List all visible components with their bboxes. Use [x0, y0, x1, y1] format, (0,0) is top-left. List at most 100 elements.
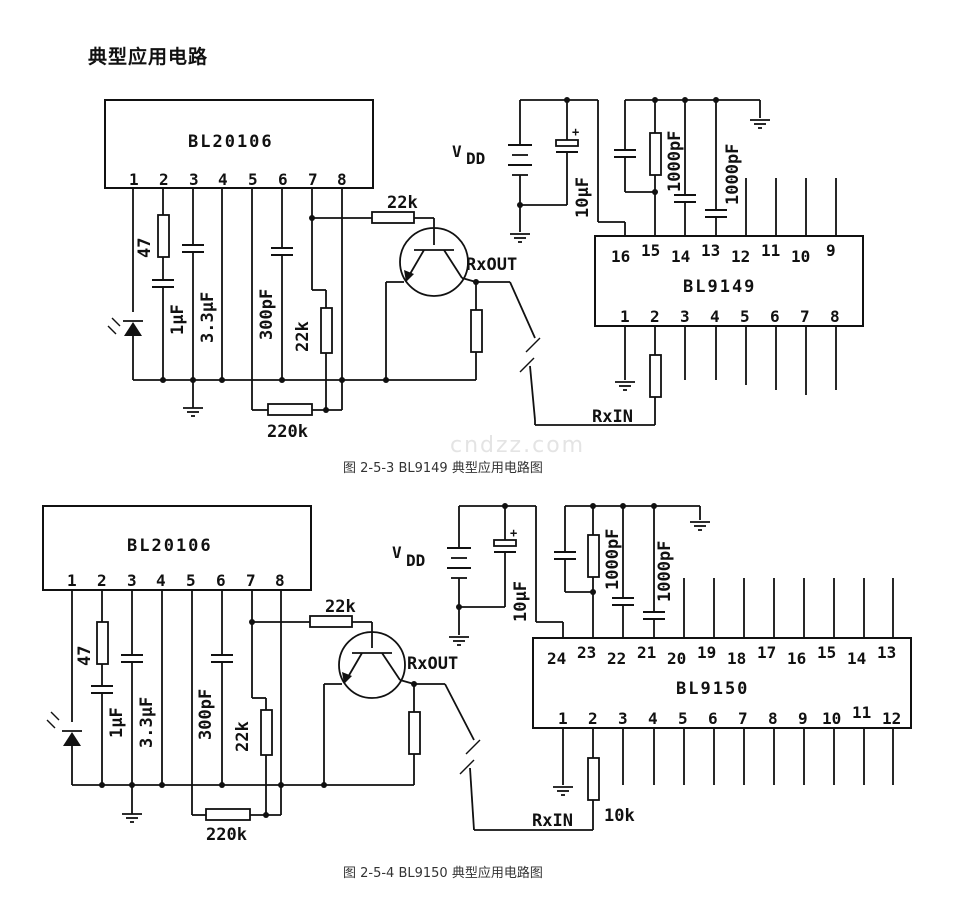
ic1-pin-labels: 1 2 3 4 5 6 7 8	[129, 170, 347, 189]
ic1-pin-4: 4	[218, 170, 228, 189]
ic2-pin-7: 7	[800, 307, 810, 326]
ic2b-pin-24: 24	[547, 649, 566, 668]
ic2b-pin-6: 6	[708, 709, 718, 728]
ic1b-pin-1: 1	[67, 571, 77, 590]
label-1000pf-b: 1000pF	[723, 144, 743, 205]
ic2-pin-16: 16	[611, 247, 630, 266]
ic2-pin-4: 4	[710, 307, 720, 326]
ic2b-pin-20: 20	[667, 649, 686, 668]
label-3-3uf-2: 3.3μF	[137, 697, 157, 748]
ic1b-pin-3: 3	[127, 571, 137, 590]
ic2-pin-12: 12	[731, 247, 750, 266]
ic1b-pin-labels: 1 2 3 4 5 6 7 8	[67, 571, 285, 590]
ic2-pin-2: 2	[650, 307, 660, 326]
label-47-2: 47	[75, 646, 95, 666]
ic2b-pin-15: 15	[817, 643, 836, 662]
ic1b-pin-7: 7	[246, 571, 256, 590]
ic2b-pin-14: 14	[847, 649, 866, 668]
ic2b-pin-2: 2	[588, 709, 598, 728]
ic2b-bottom-pin-labels: 1 2 3 4 5 6 7 8 9 10 11 12	[558, 703, 901, 728]
ic-bl20106	[104, 99, 374, 189]
ic2b-pin-12: 12	[882, 709, 901, 728]
label-vdd-sub: DD	[466, 149, 485, 168]
label-rxin-2: RxIN	[532, 811, 573, 831]
label-22k-h-2: 22k	[325, 597, 356, 617]
ic1-pin-3: 3	[189, 170, 199, 189]
label-rxout-2: RxOUT	[407, 654, 458, 674]
ic2-pin-3: 3	[680, 307, 690, 326]
ic2-pin-15: 15	[641, 241, 660, 260]
ic2b-pin-9: 9	[798, 709, 808, 728]
label-47: 47	[135, 238, 155, 258]
ic1b-pin-5: 5	[186, 571, 196, 590]
label-10uf-2: 10μF	[511, 581, 531, 622]
label-vdd-2: V	[392, 543, 402, 562]
ic2-top-pin-labels: 16 15 14 13 12 11 10 9	[611, 241, 836, 266]
ic1-pin-2: 2	[159, 170, 169, 189]
label-vdd-sub-2: DD	[406, 551, 425, 570]
ic1-pin-6: 6	[278, 170, 288, 189]
label-1000pf-a: 1000pF	[665, 131, 685, 192]
ic2b-name: BL9150	[676, 679, 749, 699]
label-1000pf-b-2: 1000pF	[655, 541, 675, 602]
ic2b-pin-7: 7	[738, 709, 748, 728]
label-300pf-2: 300pF	[196, 689, 216, 740]
ic1-pin-8: 8	[337, 170, 347, 189]
ic2b-pin-10: 10	[822, 709, 841, 728]
ic1b-pin-8: 8	[275, 571, 285, 590]
figure-1: BL20106 1 2 3 4 5 6 7 8 47	[104, 97, 864, 476]
ic-bl9149	[594, 235, 864, 327]
ic2-pin-13: 13	[701, 241, 720, 260]
page-title: 典型应用电路	[88, 46, 209, 68]
ic2b-pin-21: 21	[637, 643, 656, 662]
ic2b-pin-1: 1	[558, 709, 568, 728]
figure-2-caption: 图 2-5-4 BL9150 典型应用电路图	[343, 865, 543, 881]
resistor-47	[157, 214, 170, 258]
ic2b-pin-8: 8	[768, 709, 778, 728]
ic2-name: BL9149	[683, 277, 756, 297]
label-22k-v: 22k	[293, 321, 313, 352]
ic2-bottom-pin-labels: 1 2 3 4 5 6 7 8	[620, 307, 840, 326]
ic2b-pin-23: 23	[577, 643, 596, 662]
label-220k-2: 220k	[206, 825, 247, 845]
label-rxout: RxOUT	[466, 255, 517, 275]
label-1uf: 1μF	[168, 304, 188, 335]
label-1000pf-a-2: 1000pF	[603, 529, 623, 590]
label-22k-h: 22k	[387, 193, 418, 213]
ic2b-pin-5: 5	[678, 709, 688, 728]
ic1-pin-5: 5	[248, 170, 258, 189]
transistor-q1	[399, 227, 469, 297]
label-1uf-2: 1μF	[107, 707, 127, 738]
label-rxin: RxIN	[592, 407, 633, 427]
ic2b-pin-16: 16	[787, 649, 806, 668]
ic1-name: BL20106	[188, 132, 274, 152]
ic1-pin-1: 1	[129, 170, 139, 189]
label-3-3uf: 3.3μF	[198, 292, 218, 343]
ic2-pin-9: 9	[826, 241, 836, 260]
ic2b-pin-3: 3	[618, 709, 628, 728]
transistor-q2	[338, 631, 406, 699]
resistor-22k-v	[320, 307, 333, 354]
ic1b-pin-2: 2	[97, 571, 107, 590]
ic-bl20106-2	[42, 505, 312, 591]
ic-bl9150	[532, 637, 912, 729]
figure-1-caption: 图 2-5-3 BL9149 典型应用电路图	[343, 460, 543, 476]
label-300pf: 300pF	[257, 289, 277, 340]
ic2-pin-8: 8	[830, 307, 840, 326]
watermark: cndzz.com	[450, 433, 585, 458]
ic1b-pin-4: 4	[156, 571, 166, 590]
figure-2: BL20106 1 2 3 4 5 6 7 8 47 1μF	[42, 503, 912, 881]
ic2b-pin-13: 13	[877, 643, 896, 662]
resistor-collector	[470, 309, 483, 353]
resistor-22k-h	[371, 211, 415, 224]
ic2b-pin-4: 4	[648, 709, 658, 728]
ic1b-name: BL20106	[127, 536, 213, 556]
ic2b-top-pin-labels: 24 23 22 21 20 19 18 17 16 15 14 13	[547, 643, 896, 668]
ic1-pin-7: 7	[308, 170, 318, 189]
ic2b-pin-18: 18	[727, 649, 746, 668]
svg-text:+: +	[510, 526, 517, 540]
ic2-pin-5: 5	[740, 307, 750, 326]
ic2b-pin-19: 19	[697, 643, 716, 662]
ic2b-pin-17: 17	[757, 643, 776, 662]
label-220k: 220k	[267, 422, 308, 442]
